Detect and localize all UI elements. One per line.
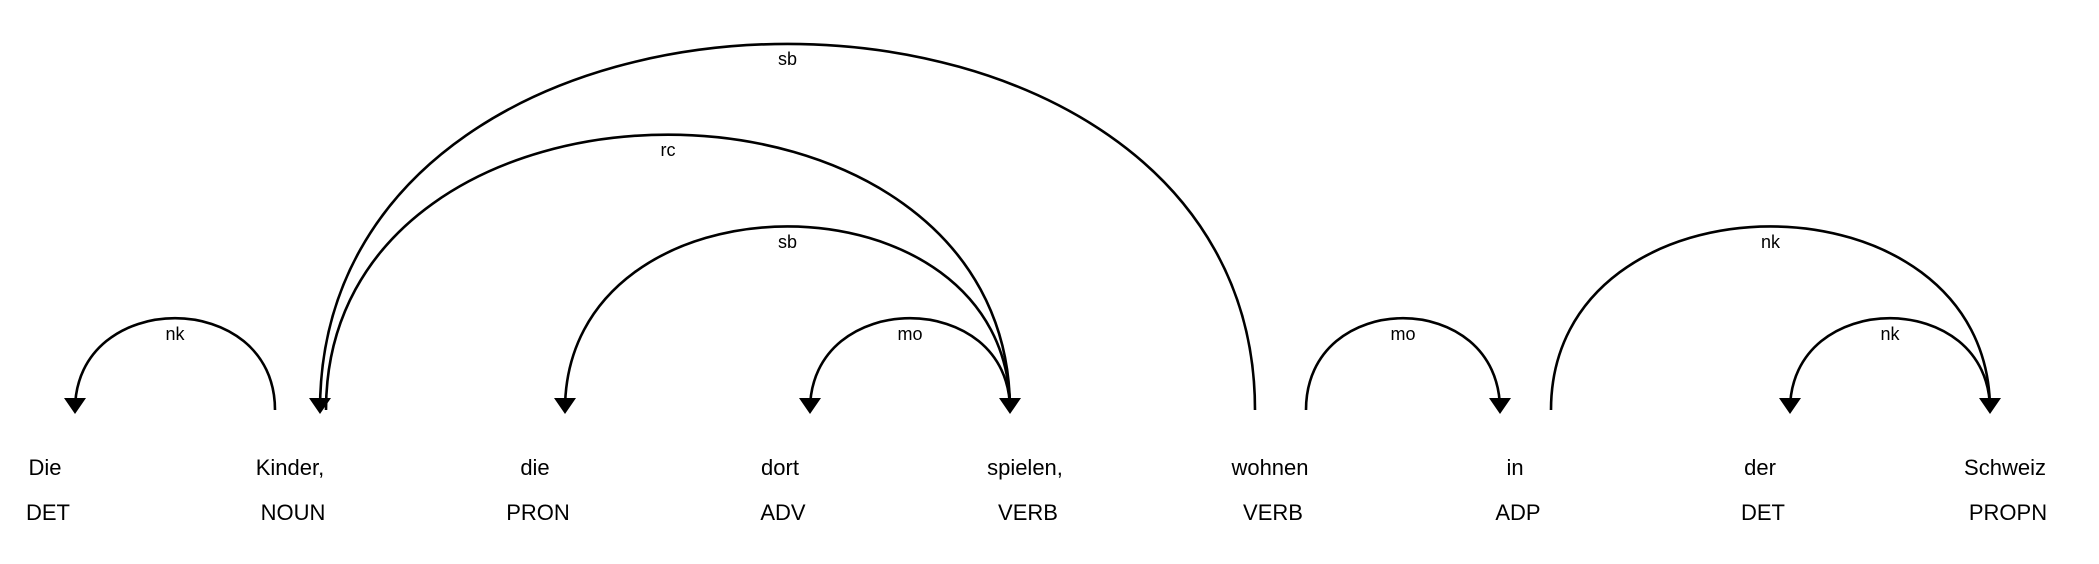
arrow-head [1489,398,1511,414]
arc-label: sb [778,49,797,69]
token-word: die [520,455,549,480]
arc-label: nk [1761,232,1781,252]
arc-label: mo [897,324,922,344]
dependency-arc: mo [1304,317,1511,414]
token-word: Schweiz [1964,455,2046,480]
arc-line [563,225,1012,411]
token-tag: VERB [998,500,1058,525]
token-tag: PROPN [1969,500,2047,525]
arc-line [808,316,1012,411]
token-tag: DET [1741,500,1785,525]
arc-line [1788,316,1992,411]
dependency-arc: nk [1549,225,2001,414]
dependency-arc: sb [309,42,1257,414]
token-tag: NOUN [261,500,326,525]
arrow-head [554,398,576,414]
dependency-arc: rc [324,133,1021,414]
dependency-arc: sb [554,225,1012,414]
arcs-layer: nk sb rc sb mo mo nk nk [64,42,2001,414]
arc-label: nk [165,324,185,344]
arc-label: rc [661,140,676,160]
arc-line [324,133,1012,411]
token-tag: DET [26,500,70,525]
arc-label: nk [1880,324,1900,344]
dependency-arc: nk [1779,316,1992,414]
arc-label: sb [778,232,797,252]
token-word: Kinder, [256,455,325,480]
arc-line [318,42,1257,411]
token-tag: PRON [506,500,570,525]
token-tag: ADV [760,500,806,525]
arrow-head [309,398,331,414]
arc-line [1304,317,1502,411]
token-tag: VERB [1243,500,1303,525]
arc-line [1549,225,1992,411]
token-word: Die [28,455,61,480]
arc-line [73,316,277,411]
token-word: in [1506,455,1523,480]
arrow-head [799,398,821,414]
token-word: spielen, [987,455,1063,480]
dependency-arc: mo [799,316,1012,414]
arc-label: mo [1390,324,1415,344]
token-word: wohnen [1230,455,1308,480]
arrow-head [64,398,86,414]
token-word: der [1744,455,1776,480]
token-word: dort [761,455,799,480]
dependency-arc: nk [64,316,277,414]
token-tag: ADP [1495,500,1540,525]
arrow-head [1779,398,1801,414]
